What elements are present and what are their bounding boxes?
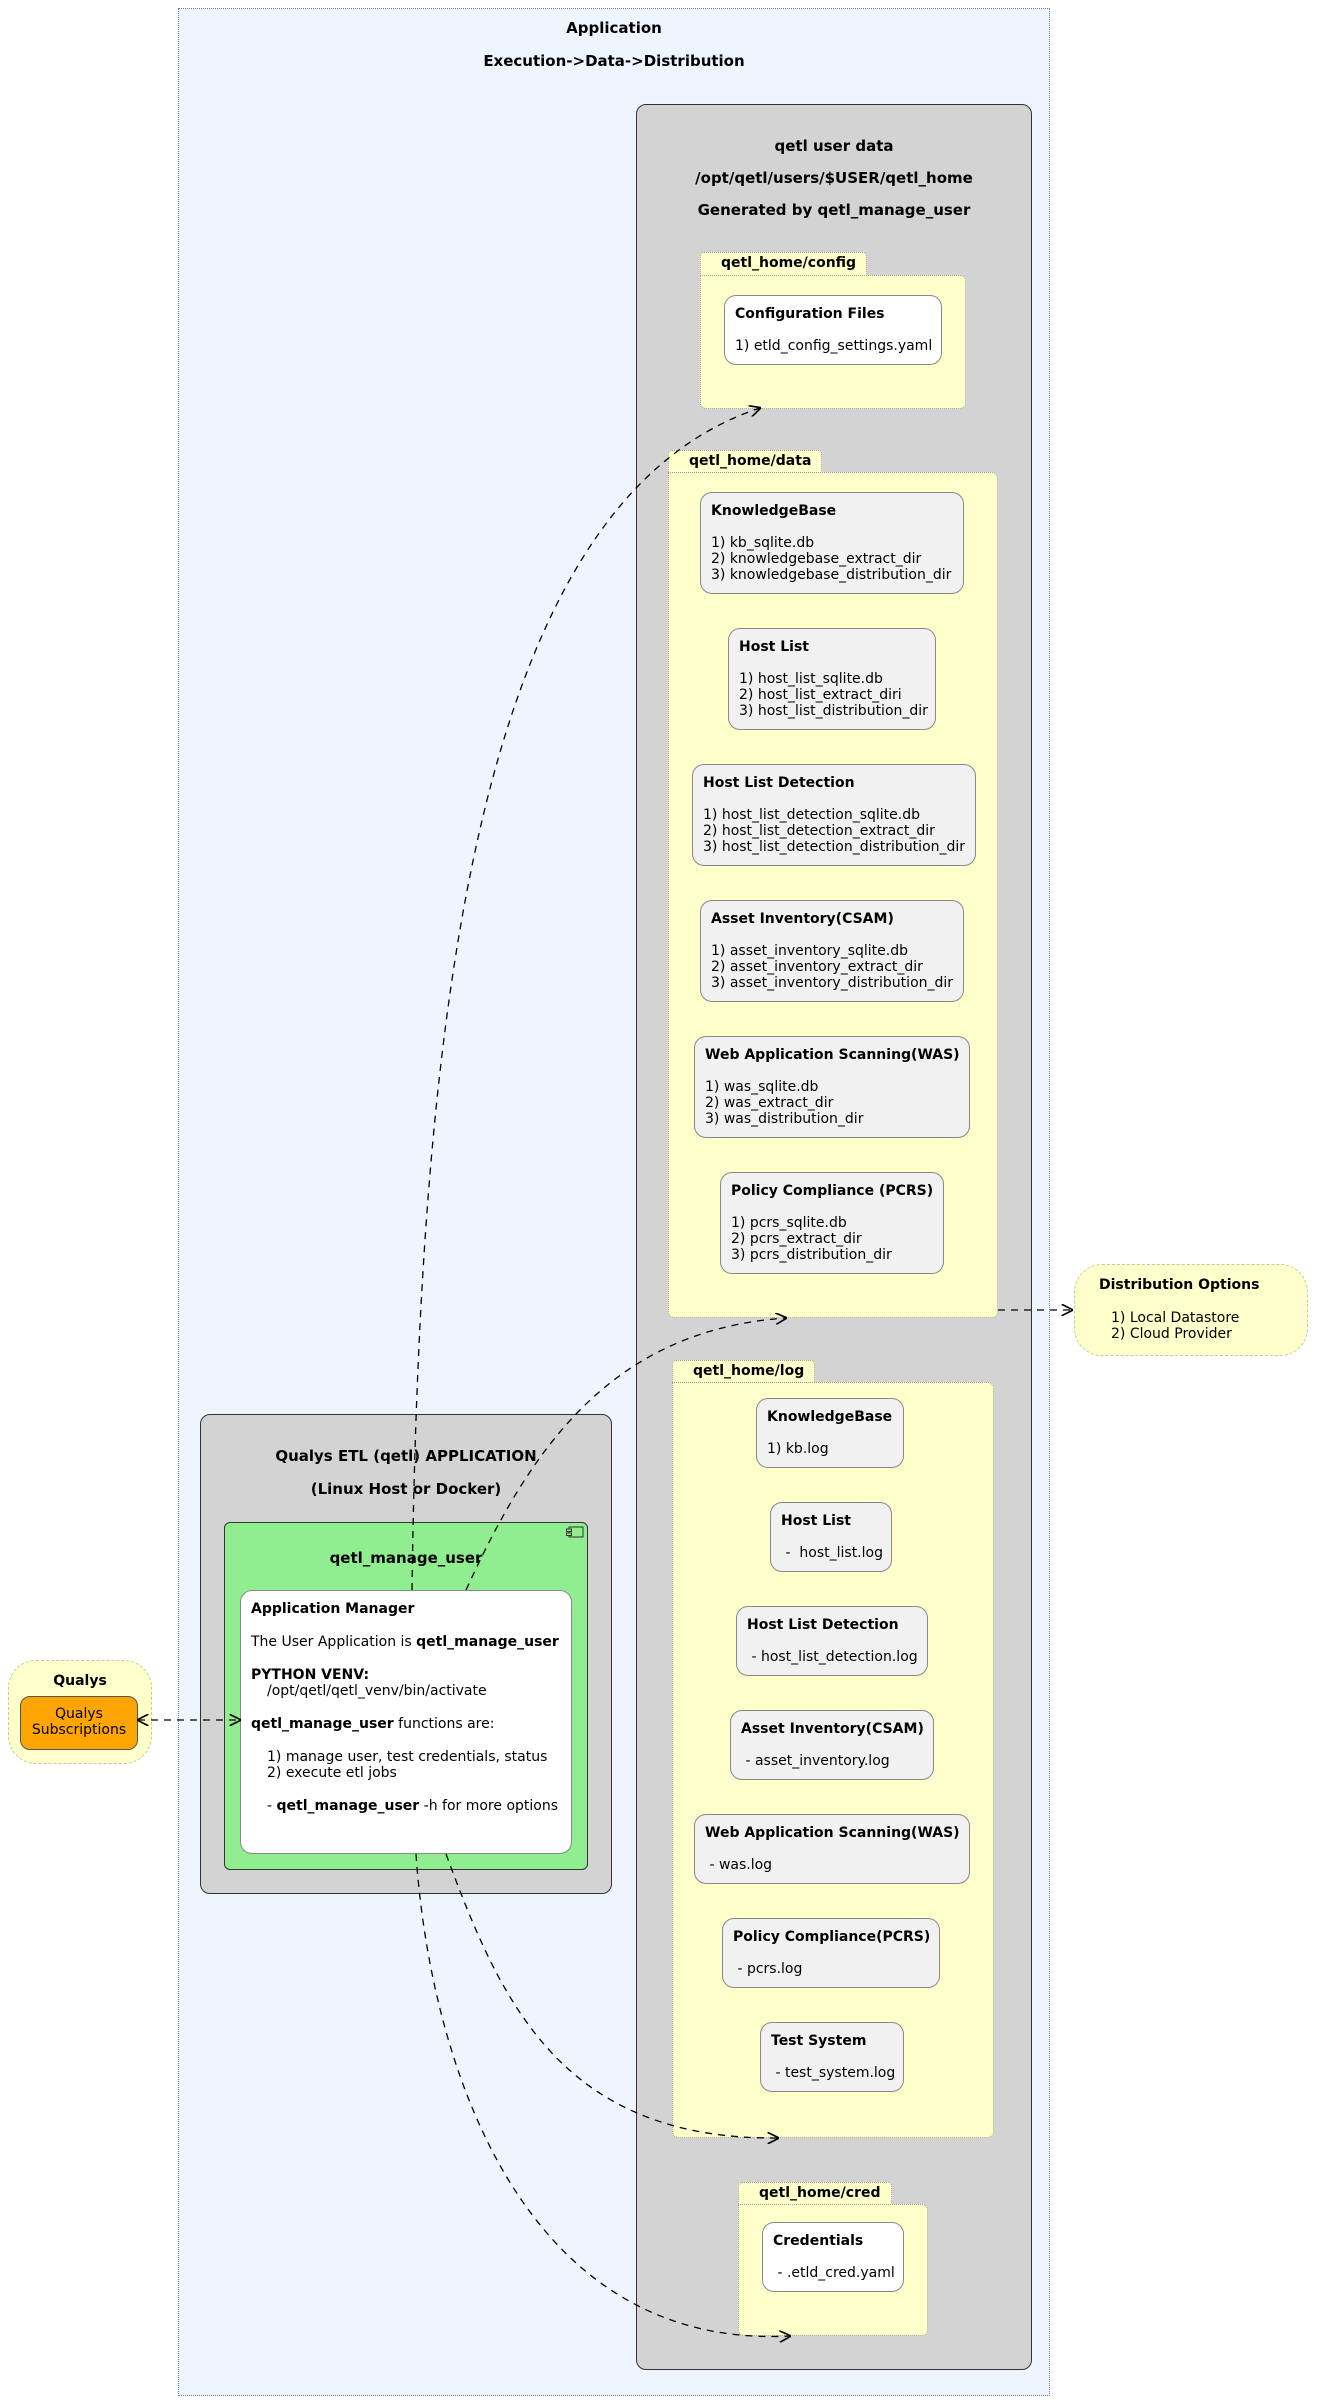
card-line: 1) etld_config_settings.yaml: [735, 338, 933, 354]
card-line: - host_list_detection.log: [747, 1649, 918, 1665]
card-line: 2) asset_inventory_extract_dir: [711, 959, 923, 975]
card-title: Host List Detection: [747, 1617, 899, 1633]
card-line: 1) pcrs_sqlite.db: [731, 1215, 847, 1231]
functions-line: qetl_manage_user functions are:: [251, 1716, 561, 1732]
card-title: Policy Compliance (PCRS): [731, 1183, 934, 1199]
card-line: - was.log: [705, 1857, 773, 1873]
distribution-title: Distribution Options: [1099, 1277, 1260, 1293]
component-icon: [566, 1526, 584, 1538]
card-line: - test_system.log: [771, 2065, 896, 2081]
card-title: Host List Detection: [703, 775, 855, 791]
card-line: 1) kb_sqlite.db: [711, 535, 815, 551]
card-line: 3) was_distribution_dir: [705, 1111, 864, 1127]
card-line: 2) host_list_extract_diri: [739, 687, 902, 703]
help-prefix: -: [267, 1798, 277, 1814]
component-card: Asset Inventory(CSAM) 1) asset_inventory_…: [700, 900, 964, 1002]
edge-manage-user-to-config: [411, 408, 760, 1591]
component-card: Web Application Scanning(WAS) - was.log: [694, 1814, 970, 1884]
help-suffix: -h for more options: [419, 1798, 559, 1814]
user-data-generated: Generated by qetl_manage_user: [697, 201, 971, 219]
credentials-card: Credentials - .etld_cred.yaml: [762, 2222, 904, 2292]
card-line: 1) host_list_sqlite.db: [739, 671, 883, 687]
functions-suffix: functions are:: [393, 1716, 495, 1732]
component-card: Host List - host_list.log: [770, 1502, 892, 1572]
card-line: 1) kb.log: [767, 1441, 829, 1457]
component-card: Test System - test_system.log: [760, 2022, 904, 2092]
qetl-app-title: Qualys ETL (qetl) APPLICATION: [275, 1447, 537, 1465]
user-data-path: /opt/qetl/users/$USER/qetl_home: [695, 169, 973, 187]
card-title: Configuration Files: [735, 306, 885, 322]
card-line: 2) pcrs_extract_dir: [731, 1231, 862, 1247]
help-bold: qetl_manage_user: [276, 1798, 420, 1814]
component-card: Web Application Scanning(WAS) 1) was_sqli…: [694, 1036, 970, 1138]
data-package-tab: qetl_home/data: [668, 450, 823, 474]
distribution-line: 2) Cloud Provider: [1111, 1326, 1232, 1342]
function-item: 1) manage user, test credentials, status: [267, 1749, 548, 1765]
card-title: Policy Compliance(PCRS): [733, 1929, 931, 1945]
component-card: Host List Detection - host_list_detectio…: [736, 1606, 928, 1676]
card-line: 3) asset_inventory_distribution_dir: [711, 975, 954, 991]
functions-bold: qetl_manage_user: [251, 1716, 394, 1732]
card-line: - host_list.log: [781, 1545, 883, 1561]
application-subtitle: Execution->Data->Distribution: [483, 52, 745, 70]
card-title: Host List: [781, 1513, 851, 1529]
app-manager-title: Application Manager: [251, 1601, 415, 1617]
component-card: Host List Detection 1) host_list_detectio…: [692, 764, 976, 866]
edge-manage-user-to-log: [445, 1853, 778, 2138]
config-package-tab: qetl_home/config: [700, 252, 868, 276]
card-title: Asset Inventory(CSAM): [711, 911, 894, 927]
config-files-card: Configuration Files 1) etld_config_setti…: [724, 295, 942, 365]
card-title: Asset Inventory(CSAM): [741, 1721, 924, 1737]
distribution-line: 1) Local Datastore: [1111, 1310, 1240, 1326]
application-title: Application: [566, 19, 662, 37]
app-manager-line1: The User Application is qetl_manage_user: [251, 1634, 561, 1650]
component-card: Policy Compliance(PCRS) - pcrs.log: [722, 1918, 940, 1988]
venv-path: /opt/qetl/qetl_venv/bin/activate: [267, 1683, 487, 1699]
qualys-subscriptions-button[interactable]: Qualys Subscriptions: [20, 1696, 138, 1750]
help-line: - qetl_manage_user -h for more options: [251, 1798, 561, 1814]
user-data-title: qetl user data: [774, 137, 894, 155]
component-card: Asset Inventory(CSAM) - asset_inventory.…: [730, 1710, 934, 1780]
line1-prefix: The User Application is: [251, 1634, 417, 1650]
application-manager-card: Application Manager The User Application…: [240, 1590, 572, 1854]
function-item: 2) execute etl jobs: [267, 1765, 397, 1781]
card-title: Web Application Scanning(WAS): [705, 1825, 960, 1841]
card-line: 1) was_sqlite.db: [705, 1079, 819, 1095]
log-package-tab: qetl_home/log: [672, 1360, 816, 1384]
card-title: Credentials: [773, 2233, 864, 2249]
venv-label: PYTHON VENV:: [251, 1667, 370, 1683]
edge-manage-user-to-cred: [415, 1853, 790, 2336]
component-card: KnowledgeBase 1) kb.log: [756, 1398, 904, 1468]
manage-user-title: qetl_manage_user: [329, 1549, 483, 1567]
card-line: 2) knowledgebase_extract_dir: [711, 551, 922, 567]
distribution-options-cloud: Distribution Options 1) Local Datastore …: [1074, 1264, 1308, 1356]
qetl-app-subtitle: (Linux Host or Docker): [310, 1480, 502, 1498]
edge-manage-user-to-data: [465, 1318, 786, 1591]
card-title: KnowledgeBase: [711, 503, 837, 519]
card-title: Test System: [771, 2033, 867, 2049]
card-line: 3) host_list_distribution_dir: [739, 703, 928, 719]
card-line: - .etld_cred.yaml: [773, 2265, 895, 2281]
card-line: 2) host_list_detection_extract_dir: [703, 823, 935, 839]
card-line: 3) knowledgebase_distribution_dir: [711, 567, 952, 583]
card-line: - pcrs.log: [733, 1961, 803, 1977]
card-line: 1) asset_inventory_sqlite.db: [711, 943, 909, 959]
card-line: 1) host_list_detection_sqlite.db: [703, 807, 921, 823]
line1-bold: qetl_manage_user: [416, 1634, 559, 1650]
card-line: 3) pcrs_distribution_dir: [731, 1247, 892, 1263]
card-title: Host List: [739, 639, 809, 655]
card-title: Web Application Scanning(WAS): [705, 1047, 960, 1063]
component-card: Policy Compliance (PCRS) 1) pcrs_sqlite.d…: [720, 1172, 944, 1274]
card-title: KnowledgeBase: [767, 1409, 893, 1425]
card-line: 3) host_list_detection_distribution_dir: [703, 839, 966, 855]
card-line: - asset_inventory.log: [741, 1753, 890, 1769]
qualys-title: Qualys: [53, 1673, 107, 1689]
card-line: 2) was_extract_dir: [705, 1095, 834, 1111]
cred-package-tab: qetl_home/cred: [738, 2182, 892, 2206]
